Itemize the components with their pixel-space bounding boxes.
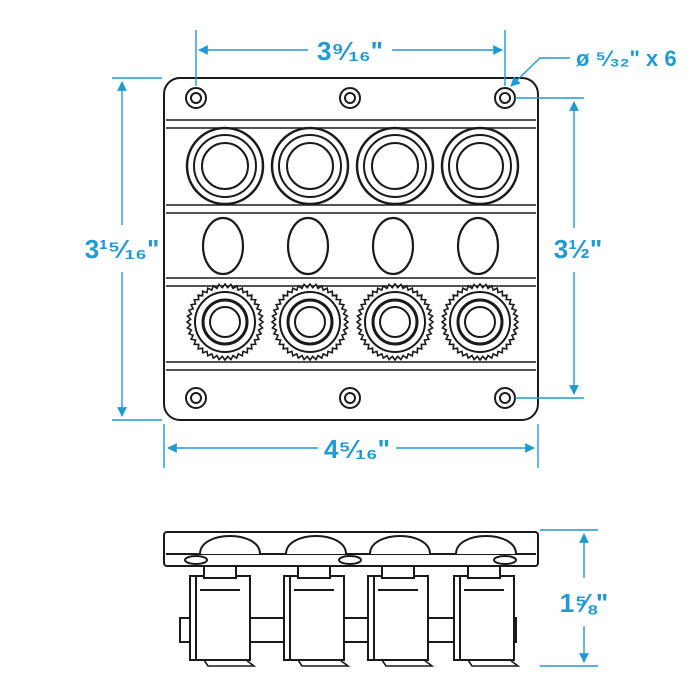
dimension-lines [112,30,598,667]
mounting-holes [185,87,516,409]
hole-diameter-label: ø ⁵⁄₃₂" x 6 [576,46,677,71]
terminals [203,659,521,667]
breaker-knob [355,282,435,362]
label-ovals-row [201,216,500,276]
depth-label: 1⅝" [560,588,608,618]
breaker-knob [270,282,350,362]
overall-width-label: 4⁵⁄₁₆" [324,434,390,464]
switch-bodies [189,565,515,661]
switch-rings-row [185,126,520,206]
side-view [163,531,539,667]
breaker-knob [185,282,265,362]
overall-height-label: 3¹⁵⁄₁₆" [85,234,160,264]
breaker-knobs-row [185,282,520,362]
breaker-knob [440,282,520,362]
dimension-labels: 3⁹⁄₁₆" ø ⁵⁄₃₂" x 6 3¹⁵⁄₁₆" 3½" 4⁵⁄₁₆" 1⅝… [85,36,677,618]
vertical-spacing-label: 3½" [554,234,602,264]
front-view [163,77,539,421]
hole-spacing-label: 3⁹⁄₁₆" [317,36,383,66]
